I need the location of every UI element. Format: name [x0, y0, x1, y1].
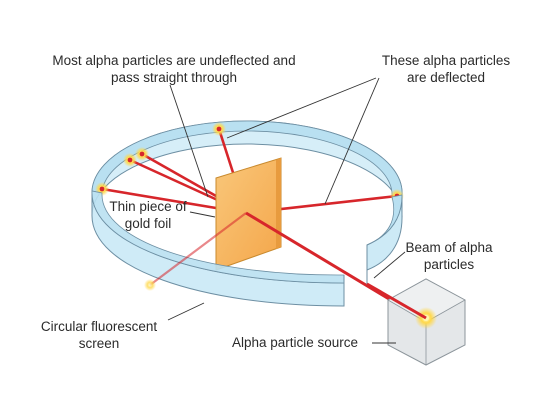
label-foil-1: Thin piece of: [109, 199, 187, 214]
alpha-source-cube: [387, 278, 466, 366]
label-foil-2: gold foil: [125, 216, 172, 231]
label-deflected-2: are deflected: [407, 70, 485, 85]
fluorescent-screen-front: [91, 190, 403, 307]
label-beam-1: Beam of alpha: [405, 240, 493, 255]
leader-lines: [167, 77, 406, 344]
straight-through-beam: [144, 212, 247, 291]
diagram-labels: Most alpha particles are undeflected and…: [41, 53, 511, 351]
label-source: Alpha particle source: [232, 335, 358, 350]
label-deflected-1: These alpha particles: [382, 53, 511, 68]
source-beam: [366, 282, 427, 320]
label-screen-2: screen: [79, 336, 120, 351]
label-undeflected-2: pass straight through: [111, 70, 237, 85]
label-screen-1: Circular fluorescent: [41, 319, 158, 334]
label-beam-2: particles: [424, 257, 475, 272]
label-undeflected-1: Most alpha particles are undeflected and: [52, 53, 295, 68]
